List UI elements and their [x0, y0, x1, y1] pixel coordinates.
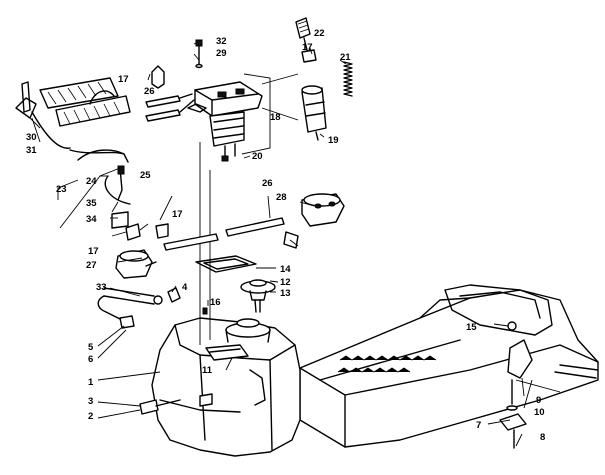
tank-grommet: [139, 393, 213, 415]
leader-lines: [29, 41, 533, 447]
callout-14: 14: [280, 264, 291, 275]
hose-lead-2: [261, 107, 299, 121]
fuel-valve: [115, 249, 157, 279]
fuel-fitting: [295, 17, 317, 63]
tank-cap: [240, 279, 276, 313]
callout-7: 7: [476, 420, 481, 431]
callout-17-top: 17: [302, 42, 313, 53]
callout-4: 4: [182, 282, 188, 293]
vent-tube: [97, 287, 181, 329]
callout-19: 19: [328, 135, 339, 146]
callout-6: 6: [88, 354, 93, 365]
callout-17-mid: 17: [172, 209, 183, 220]
callout-24: 24: [86, 176, 97, 187]
small-cap: [202, 307, 208, 315]
callout-12: 12: [280, 277, 291, 288]
callout-20: 20: [252, 151, 263, 162]
rear-bracket: [499, 321, 561, 449]
callout-18: 18: [270, 112, 281, 123]
spring: [343, 61, 353, 97]
callout-11: 11: [202, 365, 213, 376]
hose-clamp: [125, 223, 299, 249]
callout-8: 8: [540, 432, 545, 443]
callout-10: 10: [534, 407, 545, 418]
gasket: [195, 255, 257, 273]
hose-lead: [261, 73, 299, 85]
vent-hose-assembly: [15, 77, 131, 155]
chassis-tunnel: [299, 284, 599, 448]
fuel-hose-mid: [163, 217, 285, 251]
callout-30: 30: [26, 132, 37, 143]
fuel-pump-module: [187, 81, 263, 162]
wire-harness: [77, 149, 131, 229]
callout-1: 1: [88, 377, 94, 388]
callout-29: 29: [216, 48, 227, 59]
callout-22: 22: [314, 28, 325, 39]
callout-32: 32: [216, 36, 227, 47]
callout-23: 23: [56, 184, 67, 195]
callout-31: 31: [26, 145, 37, 156]
fuel-pump: [301, 85, 327, 141]
callout-13: 13: [280, 288, 291, 299]
callout-3: 3: [88, 396, 93, 407]
callout-2: 2: [88, 411, 93, 422]
callout-28: 28: [276, 192, 287, 203]
bolt: [195, 39, 203, 69]
callout-33: 33: [96, 282, 107, 293]
callout-25: 25: [140, 170, 151, 181]
callout-26-mid: 26: [262, 178, 273, 189]
callout-15: 15: [466, 322, 477, 333]
callout-5: 5: [88, 342, 94, 353]
fuel-filter: [301, 193, 345, 227]
fuel-hose-top: [145, 65, 195, 122]
callout-17-left: 17: [118, 74, 129, 85]
callout-17-lower: 17: [88, 246, 99, 257]
callout-34: 34: [86, 214, 97, 225]
callout-27: 27: [86, 260, 97, 271]
callout-21: 21: [340, 52, 351, 63]
callout-9: 9: [536, 395, 541, 406]
fuel-tank: [151, 317, 301, 457]
callout-16: 16: [210, 297, 221, 308]
callout-26-top: 26: [144, 86, 155, 97]
callout-35: 35: [86, 198, 97, 209]
